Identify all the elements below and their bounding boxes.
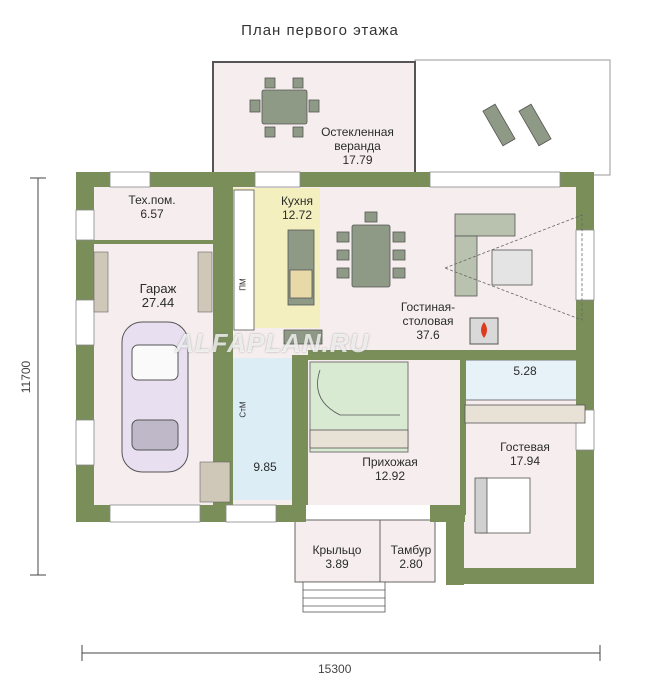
tech-name: Тех.пом. [128, 193, 176, 207]
living-area: 37.6 [416, 328, 440, 342]
dimension-lines [30, 177, 601, 661]
stairs [309, 369, 409, 449]
sm-appliance-label: СтМ [238, 401, 248, 418]
veranda-label: Остекленная веранда 17.79 [300, 125, 415, 167]
guest-label: Гостевая 17.94 [485, 440, 565, 468]
car [121, 321, 189, 473]
bath-area: 5.28 [513, 364, 537, 378]
living-name: Гостиная- столовая [400, 300, 456, 328]
porch-label: Крыльцо 3.89 [302, 543, 372, 571]
height-dimension: 11700 [19, 360, 34, 394]
vestibule-name: Тамбур [390, 543, 432, 557]
kitchen-area: 12.72 [281, 208, 313, 222]
width-dimension: 15300 [318, 662, 352, 676]
pm-appliance-label: ПМ [238, 278, 248, 291]
storage-area: 9.85 [253, 460, 277, 474]
hall-area: 12.92 [374, 469, 406, 483]
wardrobe [464, 404, 586, 424]
loungers [482, 103, 552, 147]
living-label: Гостиная- столовая 37.6 [378, 300, 478, 342]
guest-bed [474, 477, 531, 534]
guest-name: Гостевая [500, 440, 550, 454]
porch-area: 3.89 [325, 557, 349, 571]
hall-label: Прихожая 12.92 [345, 455, 435, 483]
sofa [454, 213, 533, 297]
veranda-area: 17.79 [342, 153, 373, 167]
garage-label: Гараж 27.44 [118, 282, 198, 310]
veranda-table [249, 77, 320, 138]
vestibule-area [379, 519, 436, 583]
kitchen-label: Кухня 12.72 [262, 194, 332, 222]
bath-label: 5.28 [500, 364, 550, 378]
windows [75, 171, 595, 523]
porch-name: Крыльцо [312, 543, 362, 557]
garage-shelves [93, 251, 231, 503]
tv-view-cone [443, 214, 583, 321]
bathroom [464, 359, 591, 401]
vestibule-label: Тамбур 2.80 [380, 543, 442, 571]
terrace [414, 59, 611, 176]
kitchen-fittings [233, 189, 323, 345]
garage-name: Гараж [139, 281, 177, 296]
porch-steps [302, 581, 386, 613]
dining-table [336, 211, 406, 288]
kitchen-name: Кухня [280, 194, 314, 208]
vestibule-area: 2.80 [399, 557, 423, 571]
tech-area: 6.57 [140, 207, 164, 221]
plan-title: План первого этажа [241, 22, 399, 39]
veranda-name: Остекленная веранда [321, 125, 394, 153]
veranda-room [212, 61, 416, 176]
fireplace [469, 317, 499, 345]
guest-area: 17.94 [509, 454, 541, 468]
hall-name: Прихожая [362, 455, 418, 469]
tech-label: Тех.пом. 6.57 [112, 193, 192, 221]
watermark: ALFAPLAN.RU [175, 328, 370, 358]
garage-area: 27.44 [141, 295, 175, 310]
storage-label: 9.85 [240, 460, 290, 474]
